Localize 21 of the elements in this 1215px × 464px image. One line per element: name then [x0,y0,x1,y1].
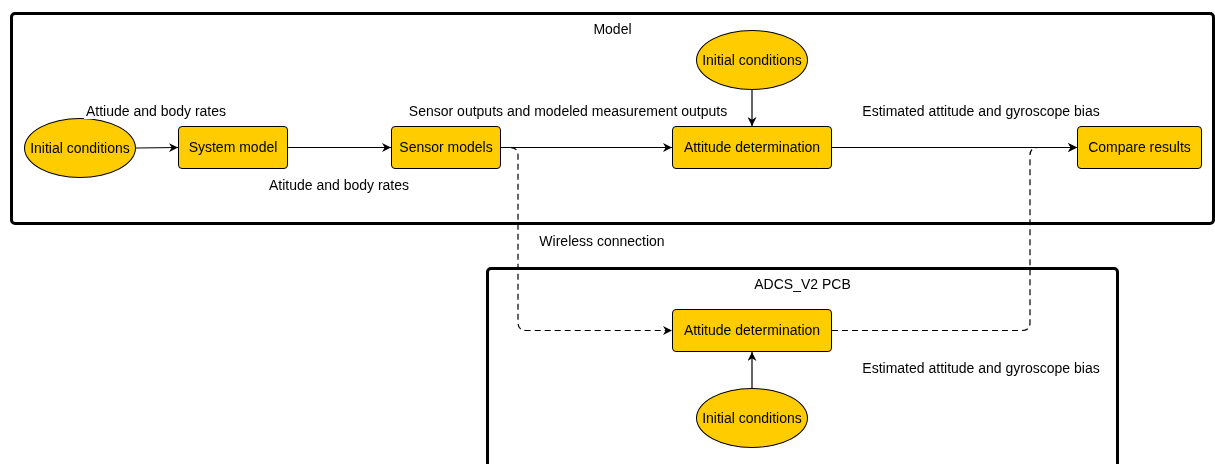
process-box: Sensor models [391,126,501,169]
group-title: Model [592,21,633,37]
edge-label: Atitude and body rates [266,177,412,193]
arrow [831,143,1078,332]
process-box: Attitude determination [672,126,832,169]
start-ellipse: Initial conditions [24,118,136,178]
start-ellipse: Initial conditions [696,30,808,90]
group-title: ADCS_V2 PCB [753,276,852,292]
start-ellipse: Initial conditions [696,388,808,448]
arrow [747,351,757,389]
edge-label: Attiude and body rates [83,103,229,119]
arrow [747,89,757,127]
edge-label: Estimated attitude and gyroscope bias [860,103,1102,119]
process-box: Attitude determination [672,309,832,352]
edge-label: Sensor outputs and modeled measurement outputs [406,103,730,119]
process-box: System model [178,126,288,169]
arrow [287,143,392,152]
arrow [135,143,179,153]
edge-label: Estimated attitude and gyroscope bias [860,360,1102,376]
edge-label: Wireless connection [537,233,667,249]
process-box: Compare results [1077,126,1202,169]
